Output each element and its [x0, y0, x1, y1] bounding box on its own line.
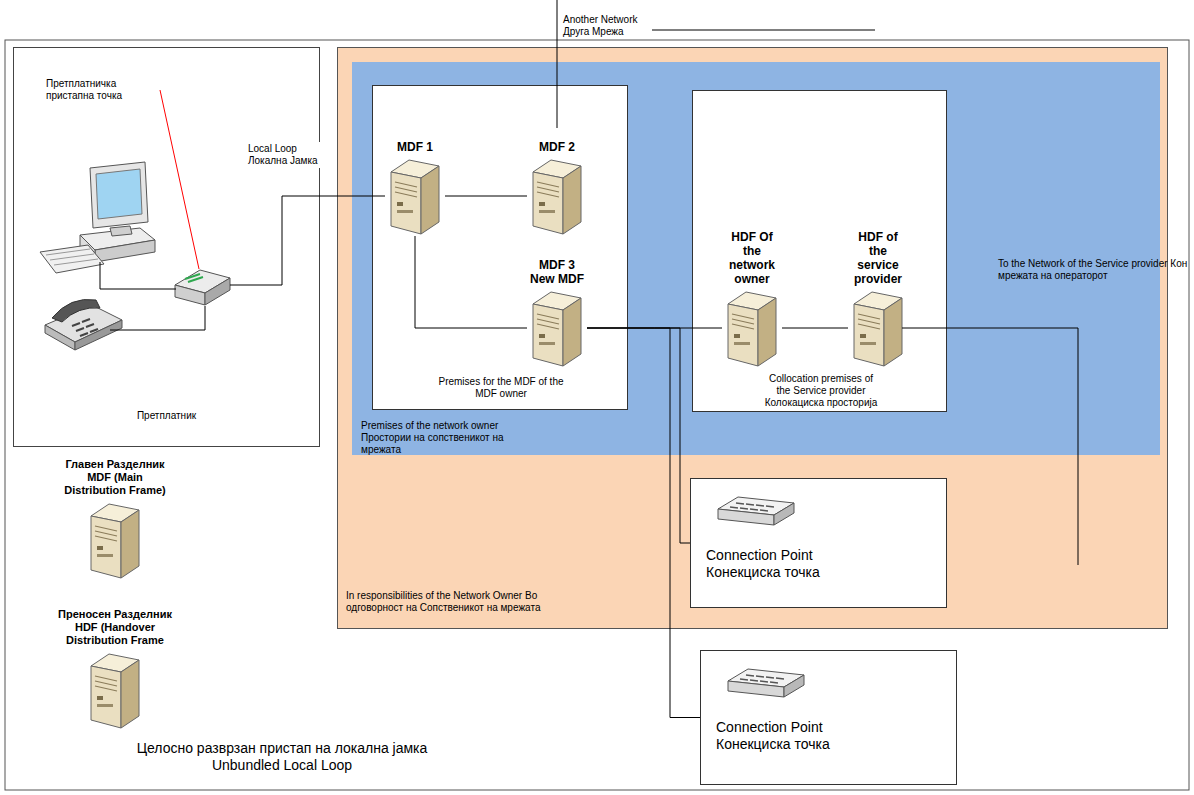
region-label: Collocation premises of the Service prov…	[761, 373, 881, 409]
modem-wire	[230, 196, 320, 285]
legend-item: Главен Разделник MDF (Main Distribution …	[55, 458, 175, 497]
responsibility-region: MDF 1 MDF 2 MDF 3 New MDF Premises for the …	[337, 47, 1168, 629]
phone-wire	[110, 306, 205, 330]
frame-label: MDF 3 New MDF	[527, 258, 587, 286]
edge-label: Local Loop Локална Јамка	[247, 142, 321, 168]
legend-item: Преносен Разделник HDF (Handover Distrib…	[55, 608, 175, 647]
text-holder: Connection Point Конекциска точка	[706, 547, 856, 581]
text-holder: Collocation premises of the Service prov…	[761, 373, 881, 409]
another-network-line	[652, 30, 875, 31]
modem-icon	[175, 270, 230, 305]
leader-line	[160, 90, 199, 269]
mdf-legend-icon	[91, 504, 139, 578]
mdf-premises: MDF 1 MDF 2 MDF 3 New MDF Premises for the …	[372, 85, 628, 410]
mdf-frame: MDF 1	[385, 140, 445, 236]
text-holder: Another Network Друга Мрежа	[563, 14, 649, 38]
connection-point: Connection Point Конекциска точка	[690, 478, 947, 608]
text-holder: In responsibilities of the Network Owner…	[346, 590, 551, 614]
mdf-frame: MDF 3 New MDF	[527, 258, 587, 368]
connector	[320, 196, 385, 197]
hdf-frame: HDF Of the network owner	[722, 230, 782, 368]
connector	[587, 328, 690, 543]
distribution-frame-icon	[850, 288, 906, 368]
region-label: Premises for the MDF of the MDF owner	[436, 376, 566, 400]
connector	[445, 196, 527, 197]
frame-label: HDF Of the network owner	[722, 230, 782, 286]
region-label: Претплатник	[14, 410, 319, 422]
text-holder: Local Loop Локална Јамка	[247, 142, 321, 168]
connector	[587, 328, 722, 329]
computer-wire	[100, 262, 176, 289]
distribution-frame-icon	[529, 156, 585, 236]
network-label: Another Network Друга Мрежа	[563, 14, 649, 38]
collocation-premises: HDF Of the network owner HDF of the servi…	[692, 90, 947, 412]
distribution-frame-icon	[724, 288, 780, 368]
legend-text: Главен Разделник MDF (Main Distribution …	[55, 458, 175, 497]
text-holder: To the Network of the Service provider К…	[998, 258, 1188, 282]
another-network-line	[557, 0, 558, 128]
region-label: Претплатничка пристапна точка	[46, 78, 161, 102]
connector	[415, 236, 527, 328]
frame-label: MDF 2	[527, 140, 587, 154]
distribution-frame-icon	[529, 288, 585, 368]
hdf-frame: HDF of the service provider	[848, 230, 908, 368]
text-holder: Premises for the MDF of the MDF owner	[436, 376, 566, 400]
distribution-frame-icon	[387, 156, 443, 236]
connector	[587, 328, 700, 718]
network-label: To the Network of the Service provider К…	[998, 258, 1188, 282]
provider-network-wire	[902, 328, 1078, 565]
outer-frame	[5, 40, 1189, 790]
frame-label: MDF 1	[385, 140, 445, 154]
frame-label: HDF of the service provider	[848, 230, 908, 286]
text-holder: Претплатничка пристапна точка	[46, 78, 161, 102]
text-holder: Целосно разврзан пристап на локална јамк…	[112, 740, 452, 774]
connector	[782, 328, 848, 329]
text-holder: Premises of the network owner Простории …	[361, 420, 531, 456]
mdf-frame: MDF 2	[527, 140, 587, 236]
connection-point-label: Connection Point Конекциска точка	[716, 719, 866, 753]
legend-text: Преносен Разделник HDF (Handover Distrib…	[55, 608, 175, 647]
connection-point: Connection Point Конекциска точка	[700, 650, 957, 785]
subscriber-box: Претплатничка пристапна точкаПретплатник	[13, 47, 320, 447]
telephone-icon	[45, 299, 122, 350]
caption: Целосно разврзан пристап на локална јамк…	[112, 740, 452, 774]
region-label: In responsibilities of the Network Owner…	[346, 590, 551, 614]
text-holder: Connection Point Конекциска точка	[716, 719, 866, 753]
region-label: Premises of the network owner Простории …	[361, 420, 531, 456]
computer-icon	[40, 162, 155, 273]
hdf-legend-icon	[91, 654, 139, 728]
switch-icon	[716, 493, 796, 533]
switch-icon	[726, 665, 806, 705]
text-holder: Претплатник	[14, 410, 319, 422]
connection-point-label: Connection Point Конекциска точка	[706, 547, 856, 581]
